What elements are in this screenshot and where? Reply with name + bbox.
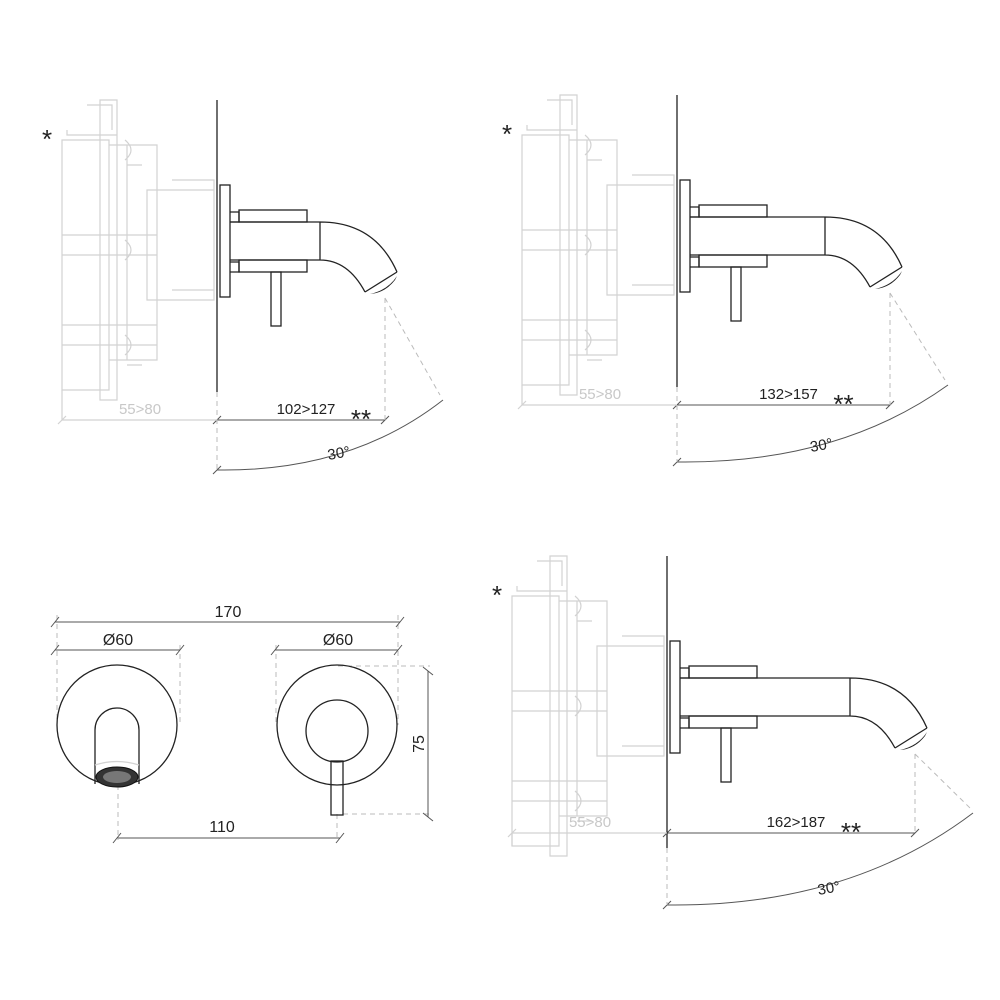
side-view-medium-spout: * 55>80 132>157 ** 30°: [502, 94, 949, 467]
wall-flange: [679, 179, 691, 293]
upper-collar: [698, 204, 768, 218]
side-view-long-spout: * 55>80 162>187 ** 30°: [492, 555, 974, 910]
projection-note: **: [833, 389, 853, 419]
projection-dimension: 102>127: [277, 401, 336, 418]
extension-lines: [216, 297, 441, 470]
centre-distance-label: 110: [209, 819, 235, 836]
right-diameter-label: Ø60: [323, 632, 353, 649]
extension-lines: [676, 292, 946, 462]
projection-note: **: [841, 817, 861, 847]
spout-outlet: [94, 707, 140, 784]
concealed-body: [511, 555, 665, 857]
wall-flange: [669, 640, 681, 754]
lower-collar: [688, 715, 758, 729]
note-asterisk: *: [42, 124, 52, 154]
overall-width-label: 170: [215, 604, 242, 621]
side-view-short-spout: * 55>80 102>127 ** 30°: [42, 99, 444, 475]
spout: [230, 221, 398, 293]
rough-in-dimension: 55>80: [579, 386, 621, 403]
note-asterisk: *: [502, 119, 512, 149]
projection-note: **: [351, 404, 371, 434]
lever: [720, 727, 732, 783]
spout: [680, 677, 928, 749]
lever: [270, 271, 282, 327]
rough-in-dimension: 55>80: [119, 401, 161, 418]
wall-flange: [219, 184, 231, 298]
overall-width-dim-line: [50, 616, 405, 628]
extension-lines: [666, 753, 971, 905]
concealed-body: [61, 99, 215, 401]
rough-in-dim-line: [57, 390, 217, 425]
angle-label: 30°: [326, 443, 351, 464]
rough-in-dim-line: [507, 828, 667, 846]
right-diameter-dim-line: [270, 644, 403, 656]
angle-arc: [212, 399, 444, 475]
fixing-nuts: [230, 211, 240, 273]
upper-collar: [238, 209, 308, 223]
note-asterisk: *: [492, 580, 502, 610]
height-label: 75: [411, 735, 428, 753]
spout-ring: [94, 760, 140, 766]
centre-distance-dim-line: [112, 832, 345, 844]
concealed-body: [521, 94, 675, 396]
aerator-icon: [900, 732, 927, 750]
extension-lines: [56, 615, 430, 840]
mixer-wall-plate: [276, 664, 398, 786]
fixing-nuts: [680, 667, 690, 729]
angle-label: 30°: [809, 435, 834, 456]
upper-collar: [688, 665, 758, 679]
aerator-icon: [875, 271, 902, 289]
lower-collar: [238, 259, 308, 273]
front-view: 170 Ø60 Ø60 75 110: [50, 604, 434, 844]
lever: [730, 266, 742, 322]
lower-collar: [698, 254, 768, 268]
aerator-insert: [103, 771, 131, 783]
projection-dimension: 162>187: [767, 814, 826, 831]
rough-in-dimension: 55>80: [569, 814, 611, 831]
left-diameter-dim-line: [50, 644, 185, 656]
rough-in-dim-line: [517, 385, 677, 410]
mixer-lever-hub: [305, 699, 369, 763]
left-diameter-label: Ø60: [103, 632, 133, 649]
aerator-icon: [370, 276, 397, 294]
angle-label: 30°: [816, 878, 841, 899]
mixer-lever: [330, 760, 344, 816]
projection-dimension: 132>157: [759, 386, 818, 403]
spout: [690, 216, 903, 288]
height-dim-line: [422, 666, 434, 822]
fixing-nuts: [690, 206, 700, 268]
